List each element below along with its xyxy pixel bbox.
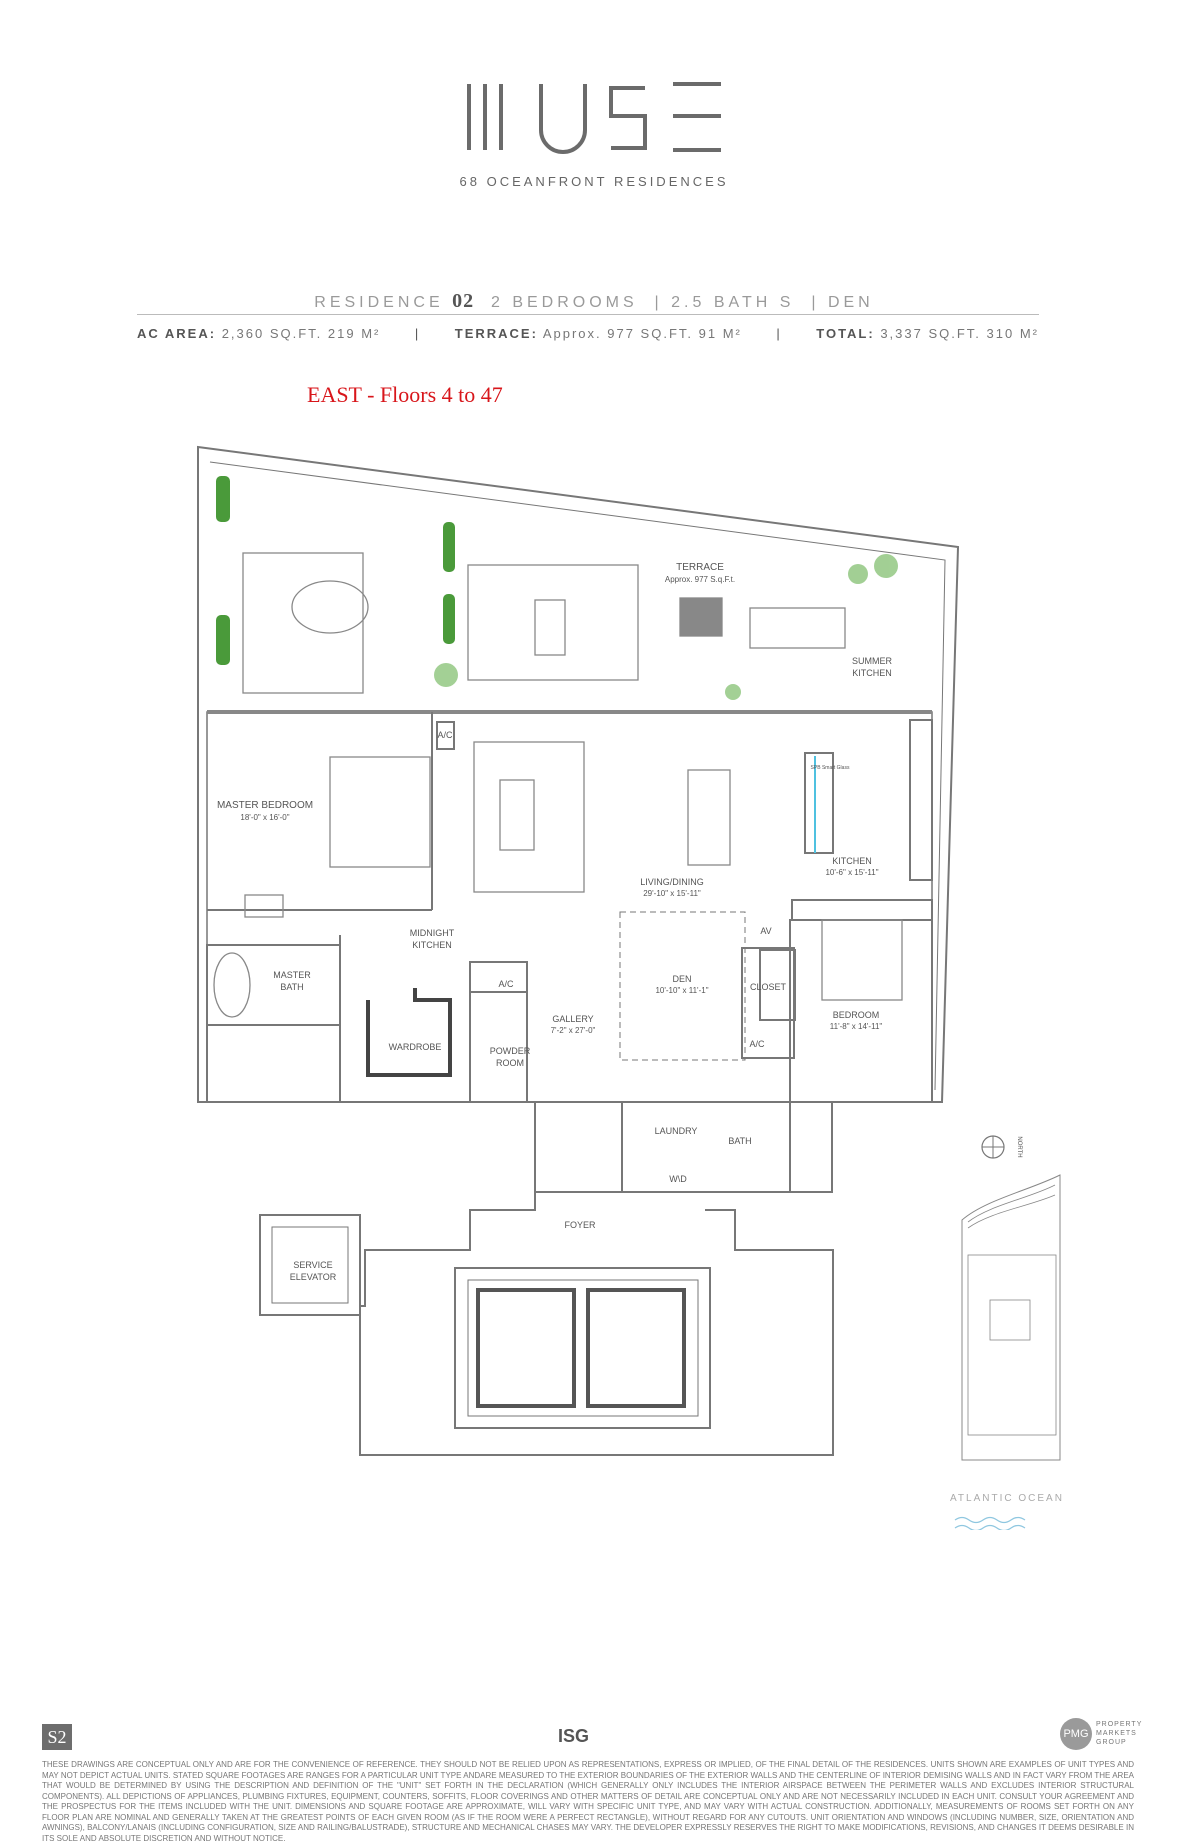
ac-area-label: AC AREA: (137, 326, 217, 341)
living-sofa (473, 741, 585, 893)
lounge-sofa (242, 552, 364, 694)
plant-icon (848, 564, 868, 584)
label-ac-2: A/C (498, 979, 514, 989)
label-terrace: TERRACE (676, 562, 724, 573)
label-ac: A/C (437, 730, 453, 740)
label-summer: SUMMER (852, 656, 892, 666)
separator: | (776, 326, 782, 341)
floor-plan: TERRACE Approx. 977 S.q.F.t. SUMMER KITC… (197, 445, 1061, 1530)
label-living-dining-dim: 29'-10" x 15'-11" (643, 889, 701, 898)
total-area-value: 3,337 SQ.FT. 310 M² (880, 326, 1039, 341)
label-service-elevator: ELEVATOR (290, 1272, 337, 1282)
planter-icon (443, 594, 455, 644)
terrace-area-value: Approx. 977 SQ.FT. 91 M² (542, 326, 742, 341)
label-master-bedroom-dim: 18'-0" x 16'-0" (240, 813, 289, 822)
label-kitchen-dim: 10'-6" x 15'-11" (825, 868, 878, 877)
planter-icon (216, 476, 230, 522)
label-ac-3: A/C (749, 1039, 765, 1049)
label-wardrobe: WARDROBE (389, 1042, 442, 1052)
label-midnight: MIDNIGHT (410, 928, 455, 938)
bedrooms: 2 BEDROOMS (490, 294, 638, 311)
label-closet: CLOSET (750, 982, 787, 992)
atlantic-ocean-label: ATLANTIC OCEAN (950, 1493, 1064, 1504)
bathtub-icon (213, 952, 251, 1018)
plant-icon (874, 554, 898, 578)
label-den-dim: 10'-10" x 11'-1" (655, 986, 708, 995)
dining-table (749, 607, 846, 649)
label-summer-kitchen: KITCHEN (852, 668, 892, 678)
pmg-text: PROPERTY MARKETS GROUP (1096, 1721, 1143, 1746)
master-bed (329, 756, 431, 868)
plant-icon (725, 684, 741, 700)
baths: 2.5 BATH S (671, 294, 795, 311)
residence-number: 02 (452, 290, 475, 312)
label-bedroom-dim: 11'-8" x 14'-11" (830, 1022, 883, 1031)
tagline: 68 OCEANFRONT RESIDENCES (459, 174, 729, 189)
label-terrace-area: Approx. 977 S.q.F.t. (665, 575, 735, 584)
planter-icon (443, 522, 455, 572)
terrace-seating (467, 564, 639, 681)
residence-summary: RESIDENCE 02 2 BEDROOMS | 2.5 BATH S | D… (314, 290, 874, 312)
label-service: SERVICE (293, 1260, 332, 1270)
label-master-bedroom: MASTER BEDROOM (217, 800, 313, 811)
bedroom-bed (821, 919, 903, 1001)
label-bath: BATH (728, 1136, 751, 1146)
disclaimer: THESE DRAWINGS ARE CONCEPTUAL ONLY AND A… (42, 1760, 1134, 1843)
residence-prefix: RESIDENCE (314, 294, 444, 311)
label-gallery: GALLERY (552, 1014, 593, 1024)
compass-icon: NORTH (981, 1135, 1022, 1159)
label-av: AV (760, 926, 771, 936)
label-powder: POWDER (490, 1046, 531, 1056)
label-gallery-dim: 7'-2" x 27'-0" (551, 1026, 596, 1035)
unit-outline (197, 445, 960, 1103)
label-powder-room: ROOM (496, 1058, 524, 1068)
label-foyer: FOYER (564, 1220, 596, 1230)
s2-logo: S2 (42, 1724, 72, 1750)
terrace-table (679, 597, 723, 637)
planter-icon (216, 615, 230, 665)
ocean-waves-icon (954, 1516, 1026, 1530)
compass-label: NORTH (1016, 1136, 1022, 1157)
key-plan (961, 1174, 1061, 1461)
total-area-label: TOTAL: (816, 326, 875, 341)
label-master-bath: MASTER (273, 970, 311, 980)
muse-logo (0, 78, 1188, 161)
label-kitchen: KITCHEN (832, 856, 872, 866)
divider (137, 314, 1039, 315)
separator: | (414, 326, 421, 341)
muse-logo-mark (467, 82, 721, 154)
dining-table-indoor (687, 769, 731, 866)
area-summary: AC AREA: 2,360 SQ.FT. 219 M² | TERRACE: … (137, 326, 1039, 341)
terrace-area-label: TERRACE: (454, 326, 538, 341)
pool-icon (291, 580, 369, 634)
label-bedroom: BEDROOM (833, 1010, 880, 1020)
label-smart-glass: SPB Smart Glass (811, 765, 850, 771)
label-midnight-kitchen: KITCHEN (412, 940, 452, 950)
ac-area-value: 2,360 SQ.FT. 219 M² (221, 326, 381, 341)
label-den: DEN (672, 974, 691, 984)
isg-logo: ISG (558, 1726, 590, 1746)
floor-note: EAST - Floors 4 to 47 (307, 382, 503, 407)
label-living-dining: LIVING/DINING (640, 877, 704, 887)
pmg-logo: PMG (1060, 1718, 1092, 1750)
label-wd: W\D (669, 1174, 687, 1184)
den-label: DEN (827, 294, 874, 311)
plant-icon (434, 663, 458, 687)
label-laundry: LAUNDRY (655, 1126, 698, 1136)
label-master-bath-2: BATH (280, 982, 303, 992)
